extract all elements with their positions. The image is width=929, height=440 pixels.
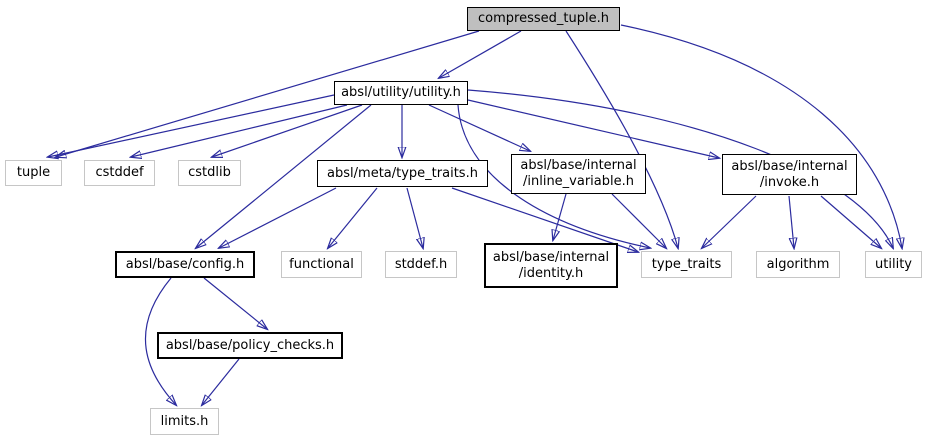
edge-compressed_tuple-tuple (56, 30, 480, 157)
node-limits-h: limits.h (150, 408, 219, 435)
edge-inline_variable-type_traits_std (611, 193, 666, 248)
node-utility: utility (865, 251, 922, 278)
edge-compressed_tuple-type_traits_std (565, 30, 678, 248)
node-absl-utility-utility-h[interactable]: absl/utility/utility.h (334, 81, 468, 105)
node-compressed-tuple-h: compressed_tuple.h (467, 7, 620, 31)
edge-utility_h-cstddef (131, 104, 348, 157)
node-absl-base-internal-identity-h[interactable]: absl/base/internal /identity.h (484, 243, 618, 288)
edge-invoke-utility_std (820, 195, 881, 248)
node-functional: functional (281, 251, 362, 278)
edge-meta_type_traits-config (219, 187, 337, 248)
edge-utility_h-inline_variable (428, 104, 530, 151)
edge-meta_type_traits-functional (328, 187, 378, 248)
node-absl-base-internal-invoke-h[interactable]: absl/base/internal /invoke.h (722, 154, 857, 195)
node-absl-base-internal-inline-variable-h[interactable]: absl/base/internal /inline_variable.h (511, 154, 646, 194)
edge-config-policy_checks (203, 277, 267, 329)
edge-utility_h-type_traits_std (457, 104, 650, 248)
edge-inline_variable-identity (553, 193, 567, 240)
edge-utility_h-invoke (467, 99, 719, 158)
edge-compressed_tuple-utility_h (439, 30, 522, 78)
edge-invoke-algorithm (788, 195, 794, 248)
node-stddef-h: stddef.h (385, 251, 457, 278)
edge-utility_h-config (196, 104, 372, 248)
node-absl-base-policy-checks-h[interactable]: absl/base/policy_checks.h (157, 332, 343, 359)
edge-meta_type_traits-stddef_h (406, 187, 423, 248)
node-cstddef: cstddef (84, 160, 155, 186)
edge-compressed_tuple-utility_std (620, 24, 902, 248)
node-cstdlib: cstdlib (178, 160, 241, 186)
edge-invoke-type_traits_std (702, 195, 757, 248)
edge-utility_h-utility_std (467, 89, 893, 248)
edge-policy_checks-limits_h (202, 358, 240, 405)
edge-utility_h-cstdlib (212, 104, 363, 157)
node-type-traits: type_traits (641, 251, 732, 278)
edge-utility_h-tuple (48, 94, 335, 157)
node-tuple: tuple (5, 160, 62, 186)
node-absl-base-config-h[interactable]: absl/base/config.h (115, 251, 255, 278)
node-absl-meta-type-traits-h[interactable]: absl/meta/type_traits.h (317, 160, 488, 187)
edge-config-limits_h (145, 277, 176, 405)
node-algorithm: algorithm (756, 251, 840, 278)
edge-meta_type_traits-type_traits_std (451, 187, 638, 252)
